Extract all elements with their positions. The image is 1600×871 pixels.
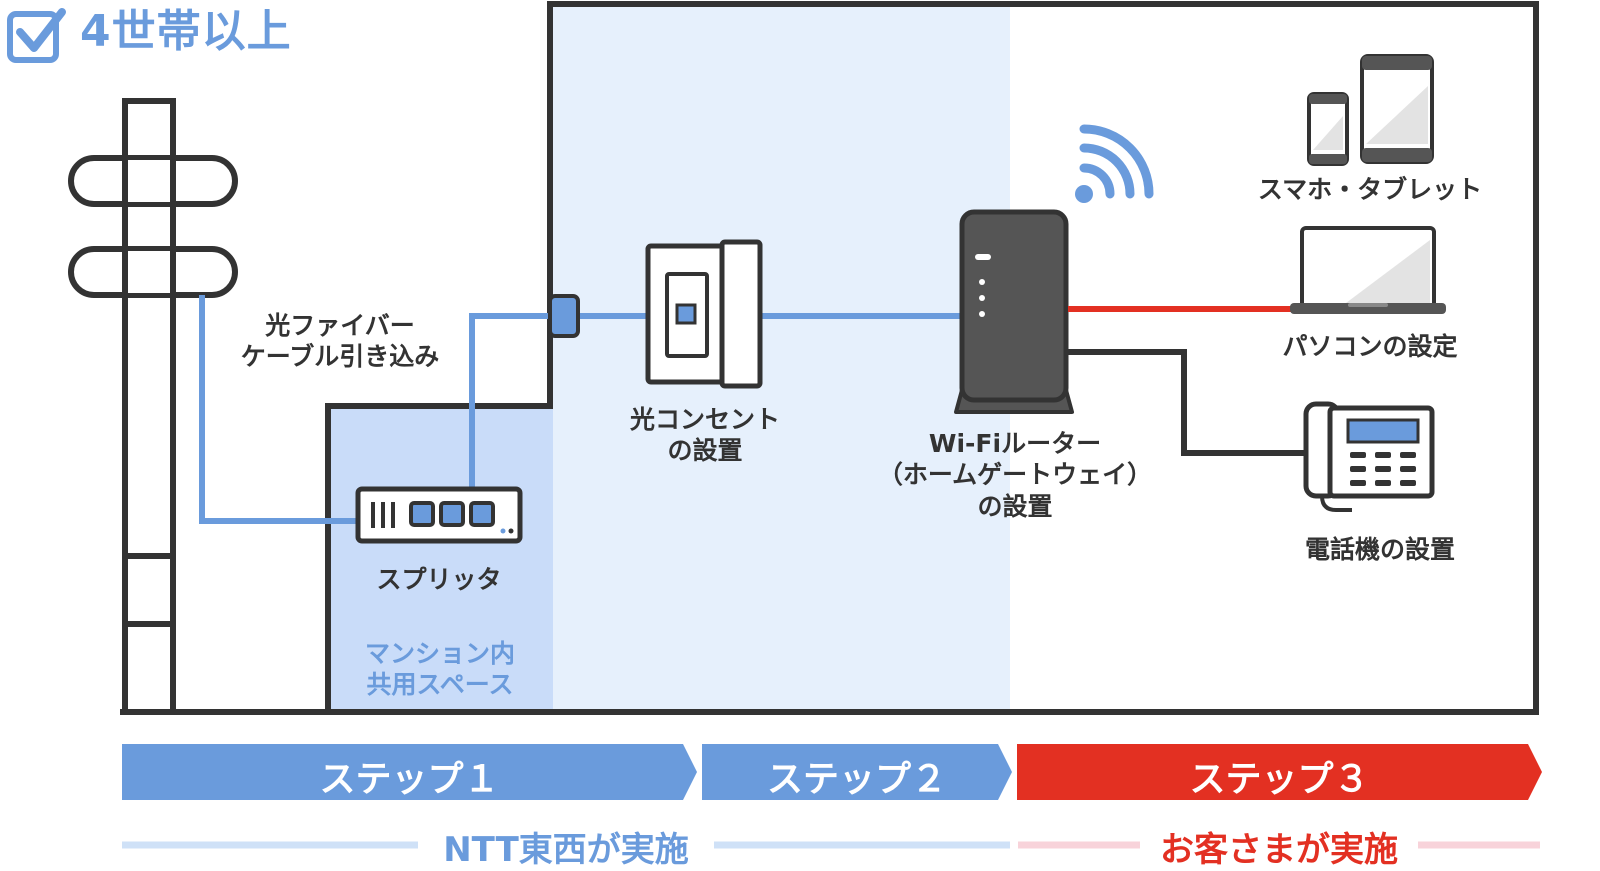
- laptop-icon: [1290, 226, 1446, 314]
- fiber-cable-label-line1: 光ファイバー: [265, 311, 415, 340]
- optical-outlet-label-line2: の設置: [667, 436, 743, 466]
- optical-outlet-icon: [645, 239, 763, 389]
- router-label-line3: の設置: [977, 491, 1053, 521]
- step-3-arrow: [1017, 744, 1542, 800]
- optical-outlet-label: 光コンセント の設置: [605, 404, 805, 467]
- router-label: Wi-Fiルーター （ホームゲートウェイ） の設置: [860, 428, 1170, 522]
- step-3-label: ステップ３: [1189, 759, 1370, 800]
- page-title: 4世帯以上: [80, 6, 292, 57]
- shared-space-label-line2: 共用スペース: [366, 670, 514, 700]
- phone-cable: [1068, 349, 1306, 456]
- smartphone-tablet-label: スマホ・タブレット: [1257, 175, 1483, 204]
- fiber-cable-pole-to-splitter: [199, 295, 358, 524]
- router-label-line2: （ホームゲートウェイ）: [877, 460, 1153, 490]
- fiber-cable-splitter-to-wall: [469, 313, 552, 489]
- shared-space-area: [328, 406, 553, 710]
- step-2-label: ステップ２: [766, 759, 947, 800]
- router-label-line1: Wi-Fiルーター: [928, 429, 1102, 458]
- router-icon: [954, 209, 1074, 414]
- checkbox-checked-icon: [7, 8, 66, 63]
- customer-responsibility-label: お客さまが実施: [1160, 830, 1398, 870]
- utility-pole-icon: [68, 98, 238, 715]
- splitter-icon: [355, 486, 523, 544]
- step-1-arrow: [122, 744, 697, 800]
- smartphone-icon: [1307, 92, 1349, 166]
- step-1-label: ステップ１: [319, 759, 500, 800]
- splitter-label: スプリッタ: [376, 565, 502, 594]
- ntt-responsibility-label: NTT東西が実施: [443, 830, 689, 870]
- fiber-cable-label: 光ファイバー ケーブル引き込み: [220, 310, 460, 373]
- pc-label: パソコンの設定: [1282, 332, 1458, 361]
- tablet-icon: [1360, 54, 1434, 164]
- wall-port-icon: [548, 294, 580, 338]
- wifi-icon: [1075, 124, 1154, 203]
- optical-outlet-label-line1: 光コンセント: [629, 405, 780, 434]
- indoor-area-steps-1-2: [550, 5, 1010, 710]
- step-2-arrow: [702, 744, 1012, 800]
- fiber-cable-label-line2: ケーブル引き込み: [240, 342, 440, 372]
- building-outline: [120, 1, 1539, 715]
- telephone-icon: [1303, 401, 1435, 512]
- shared-space-label: マンション内 共用スペース: [340, 638, 540, 701]
- shared-space-label-line1: マンション内: [364, 639, 515, 668]
- telephone-label: 電話機の設置: [1304, 535, 1455, 564]
